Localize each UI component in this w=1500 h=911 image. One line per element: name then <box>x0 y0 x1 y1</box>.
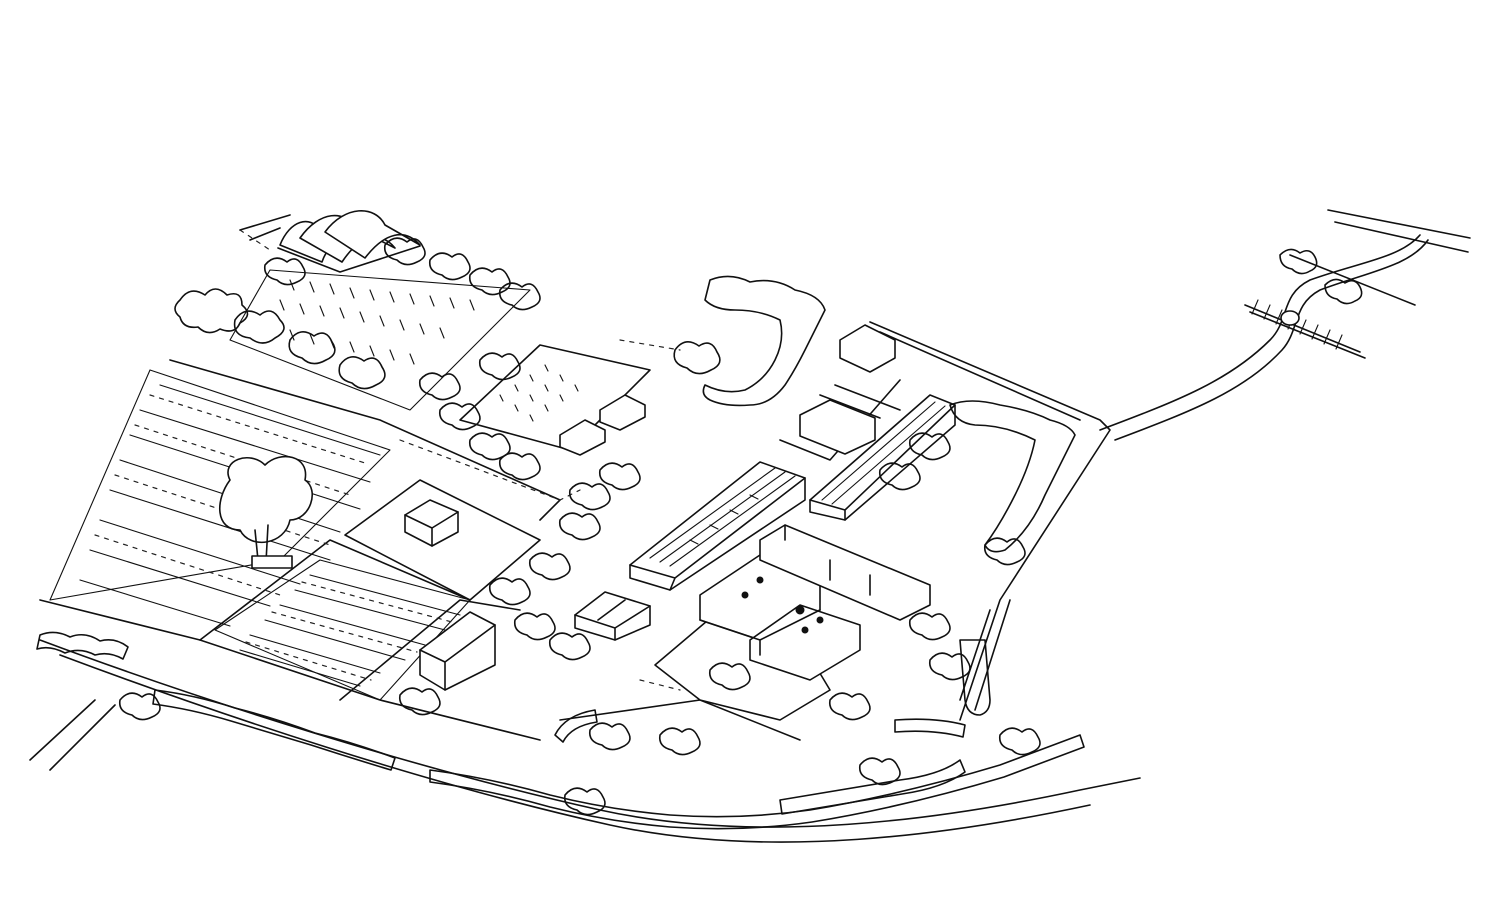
greenhouse-long-center <box>629 461 806 591</box>
garden-plot <box>344 479 541 601</box>
crop-field-upper <box>229 269 531 411</box>
crop-field-lower <box>214 559 471 701</box>
orchard-plot <box>459 344 651 456</box>
polytunnels <box>239 210 421 273</box>
field-boundaries <box>239 229 681 691</box>
site-roads <box>39 321 1111 741</box>
tree-belts <box>118 237 1363 816</box>
access-road <box>1099 209 1471 441</box>
sheds-upper-right <box>799 324 901 455</box>
barn-left <box>419 611 496 691</box>
greenhouse-right <box>809 394 956 521</box>
large-tree <box>218 455 314 569</box>
perimeter-road <box>29 639 1141 843</box>
small-greenhouses <box>574 591 651 641</box>
hedgerows <box>36 631 1085 830</box>
